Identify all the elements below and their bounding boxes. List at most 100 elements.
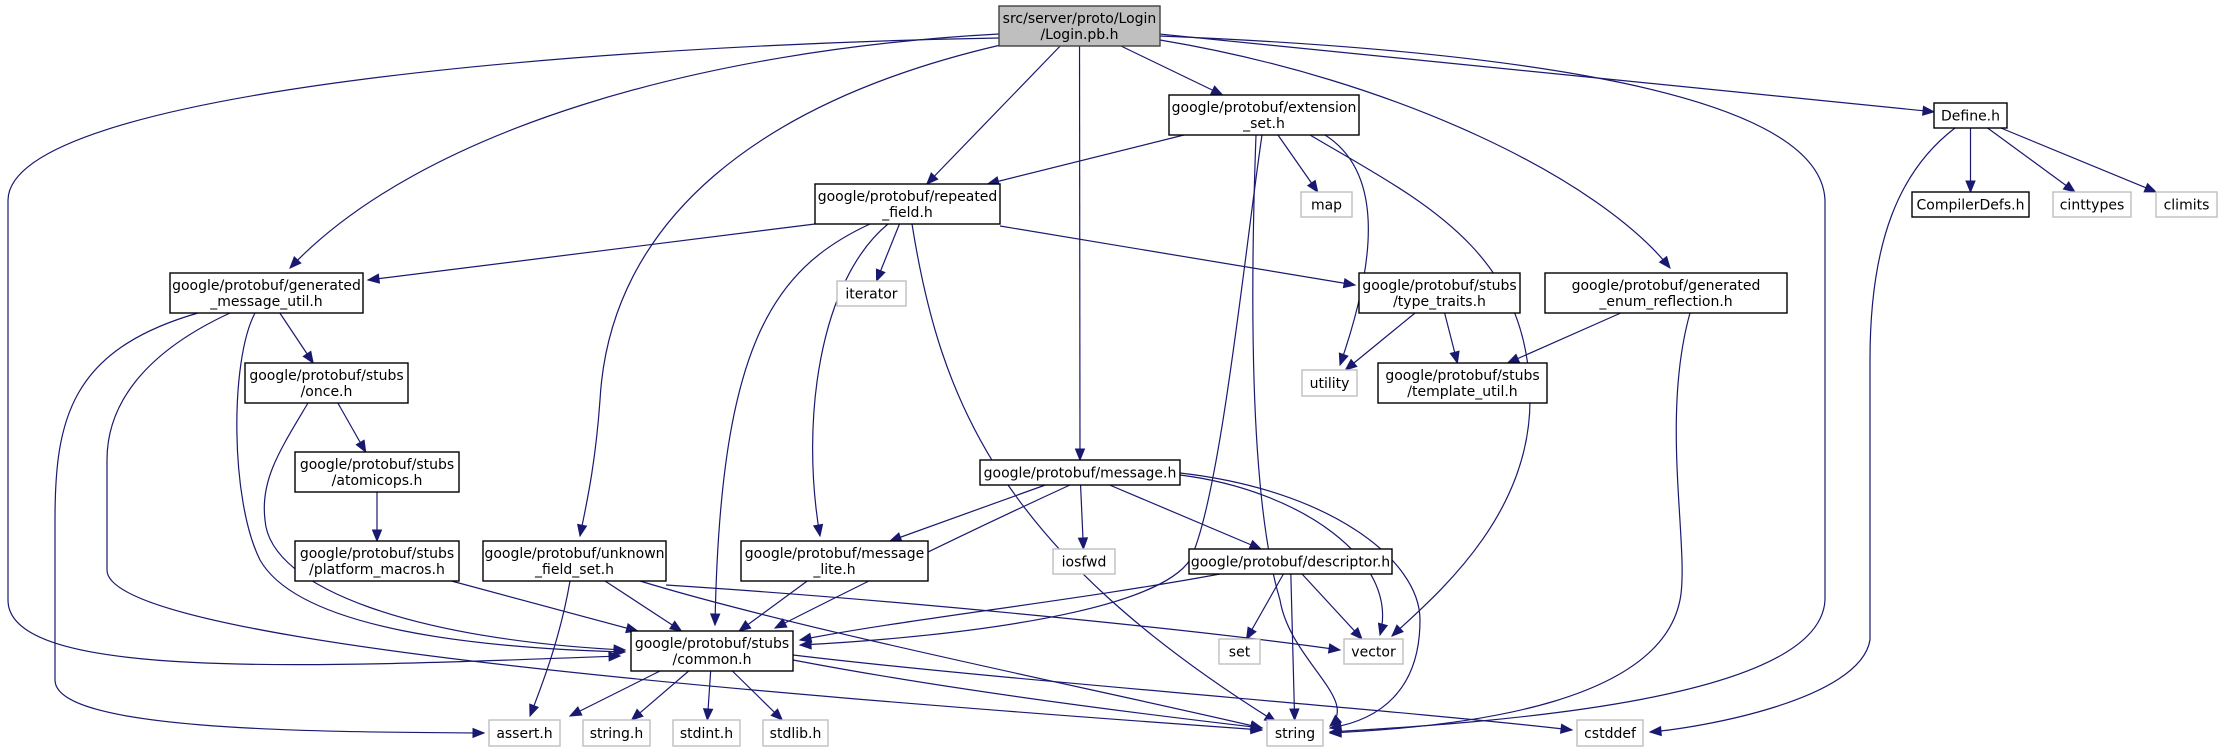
arrowhead-icon	[289, 256, 302, 269]
node-repeated-field[interactable]: google/protobuf/repeated_field.h	[814, 183, 1001, 225]
node-message[interactable]: google/protobuf/message.h	[979, 459, 1181, 486]
node-template-util[interactable]: google/protobuf/stubs/template_util.h	[1377, 362, 1548, 404]
node-box	[1358, 272, 1521, 314]
arrowhead-icon	[1342, 277, 1357, 289]
node-box	[169, 272, 364, 314]
node-label-line: /once.h	[301, 384, 353, 400]
node-box	[488, 719, 561, 747]
edge-common-to-string	[792, 659, 1264, 732]
arrowhead-icon	[1350, 626, 1363, 640]
node-label-line: string.h	[590, 726, 644, 742]
arrowhead-icon	[1648, 725, 1662, 737]
arrowhead-icon	[668, 620, 683, 632]
edge-once-to-atomicops	[337, 402, 367, 454]
arrowhead-icon	[1074, 448, 1086, 462]
node-label-line: google/protobuf/repeated	[818, 189, 998, 205]
edge-line	[731, 670, 783, 721]
edge-common-to-cstddef	[792, 654, 1574, 734]
node-label-line: google/protobuf/message.h	[984, 466, 1177, 482]
arrowhead-icon	[1289, 708, 1300, 722]
arrowhead-icon	[875, 268, 886, 283]
edge-line	[579, 43, 1006, 537]
edge-line	[1277, 134, 1319, 193]
edge-type_traits-to-utility	[1344, 312, 1416, 371]
edge-type_traits-to-template_util	[1444, 312, 1460, 365]
arrowhead-icon	[1449, 350, 1460, 365]
edge-common-to-assert_h	[568, 670, 661, 717]
node-descriptor[interactable]: google/protobuf/descriptor.h	[1188, 548, 1393, 575]
node-generated-enum-reflection[interactable]: google/protobuf/generated_enum_reflectio…	[1544, 272, 1788, 314]
edge-repeated_field-to-common	[709, 223, 871, 627]
node-string-h[interactable]: string.h	[582, 719, 651, 747]
node-box	[1377, 362, 1548, 404]
arrowhead-icon	[702, 708, 714, 722]
arrowhead-icon	[1209, 85, 1224, 96]
edge-root-to-extension_set	[1120, 45, 1224, 96]
node-common[interactable]: google/protobuf/stubs/common.h	[630, 630, 794, 672]
edge-common-to-stdint_h	[702, 670, 714, 722]
arrowhead-icon	[888, 532, 903, 543]
node-cstddef[interactable]: cstddef	[1576, 719, 1644, 747]
node-generated-message-util[interactable]: google/protobuf/generated_message_util.h	[169, 272, 364, 314]
arrowhead-icon	[812, 523, 824, 538]
edge-repeated_field-to-generated_message_util	[366, 223, 816, 284]
node-box	[1300, 191, 1353, 218]
node-map[interactable]: map	[1300, 191, 1353, 218]
edge-message-to-vector	[1179, 474, 1389, 637]
node-vector[interactable]: vector	[1343, 638, 1404, 665]
edge-extension_set-to-utility	[1324, 134, 1369, 367]
node-define[interactable]: Define.h	[1933, 102, 2008, 129]
node-set[interactable]: set	[1218, 638, 1261, 665]
node-unknown-field-set[interactable]: google/protobuf/unknown_field_set.h	[482, 540, 667, 582]
node-type-traits[interactable]: google/protobuf/stubs/type_traits.h	[1358, 272, 1521, 314]
node-box	[482, 540, 667, 582]
edge-line	[1987, 127, 2076, 193]
node-compilerdefs[interactable]: CompilerDefs.h	[1911, 191, 2030, 218]
edge-unknown_field_set-to-vector	[665, 584, 1342, 654]
edge-line	[367, 223, 816, 281]
node-extension-set[interactable]: google/protobuf/extension_set.h	[1168, 94, 1360, 136]
node-iosfwd[interactable]: iosfwd	[1052, 548, 1116, 575]
node-atomicops[interactable]: google/protobuf/stubs/atomicops.h	[294, 451, 460, 493]
edge-root-to-repeated_field	[925, 45, 1061, 185]
node-message-lite[interactable]: google/protobuf/message_lite.h	[740, 540, 929, 582]
node-label-line: string	[1275, 726, 1315, 742]
node-root[interactable]: src/server/proto/Login/Login.pb.h	[998, 5, 1161, 47]
node-box	[294, 451, 460, 493]
node-label-line: google/protobuf/stubs	[249, 368, 403, 384]
edge-line	[1301, 573, 1363, 640]
node-assert-h[interactable]: assert.h	[488, 719, 561, 747]
arrowhead-icon	[1391, 624, 1404, 637]
arrowhead-icon	[1377, 622, 1389, 637]
node-iterator[interactable]: iterator	[836, 280, 907, 307]
node-platform-macros[interactable]: google/protobuf/stubs/platform_macros.h	[294, 540, 460, 582]
node-once[interactable]: google/protobuf/stubs/once.h	[244, 362, 409, 404]
edge-message_lite-to-common	[738, 580, 808, 632]
node-stdlib-h[interactable]: stdlib.h	[762, 719, 829, 747]
arrowhead-icon	[472, 727, 486, 739]
node-label-line: vector	[1351, 645, 1396, 661]
node-cinttypes[interactable]: cinttypes	[2052, 191, 2132, 218]
node-label-line: /atomicops.h	[332, 473, 423, 489]
node-climits[interactable]: climits	[2155, 191, 2218, 218]
edge-atomicops-to-platform_macros	[371, 492, 383, 543]
node-string[interactable]: string	[1266, 719, 1324, 747]
node-box	[979, 459, 1181, 486]
node-box	[1188, 548, 1393, 575]
node-label-line: google/protobuf/stubs	[1385, 368, 1539, 384]
node-box	[2155, 191, 2218, 218]
node-box	[1218, 638, 1261, 665]
node-box	[740, 540, 929, 582]
edge-extension_set-to-repeated_field	[986, 134, 1185, 187]
arrowhead-icon	[366, 273, 381, 284]
node-utility[interactable]: utility	[1301, 369, 1358, 397]
node-stdint-h[interactable]: stdint.h	[672, 719, 741, 747]
node-box	[1343, 638, 1404, 665]
node-box	[836, 280, 907, 307]
edge-line	[106, 312, 1263, 731]
node-box	[814, 183, 1001, 225]
edge-root-to-unknown_field_set	[577, 43, 1006, 538]
edge-line	[738, 580, 808, 632]
node-label-line: google/protobuf/descriptor.h	[1191, 555, 1390, 571]
arrowhead-icon	[630, 708, 644, 721]
